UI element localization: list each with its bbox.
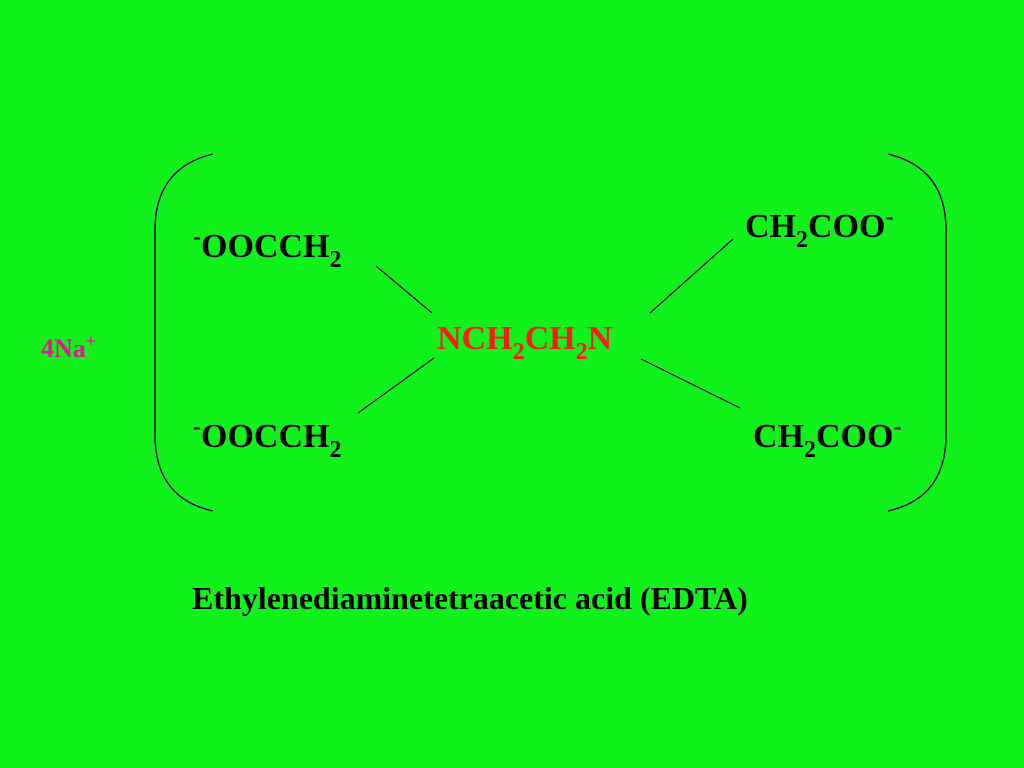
ethylenediamine-core: NCH2CH2N: [437, 320, 613, 365]
group-bottom-left-main: OOCCH: [201, 418, 330, 455]
group-top-right-main2: COO: [808, 208, 886, 245]
counterion-symbol: 4Na: [41, 334, 86, 363]
group-top-right-charge: -: [885, 204, 894, 230]
core-sub-2: 2: [575, 339, 588, 365]
core-part-2: CH: [524, 320, 576, 357]
group-bottom-right: CH2COO-: [753, 415, 901, 462]
bond-top-left: [375, 265, 433, 314]
group-top-left-charge: -: [193, 224, 201, 250]
group-bottom-left: -OOCCH2: [193, 415, 341, 462]
group-top-left-sub: 2: [329, 247, 342, 273]
right-bracket: [887, 153, 947, 512]
core-part-1: NCH: [437, 320, 513, 357]
group-top-right: CH2COO-: [745, 205, 893, 252]
diagram-caption: Ethylenediaminetetraacetic acid (EDTA): [192, 580, 748, 616]
group-bottom-right-main2: COO: [816, 418, 894, 455]
core-part-3: N: [587, 320, 613, 357]
group-bottom-right-charge: -: [893, 414, 902, 440]
left-bracket: [154, 153, 214, 512]
group-bottom-left-charge: -: [193, 414, 201, 440]
group-bottom-right-main1: CH: [753, 418, 804, 455]
group-top-right-main1: CH: [745, 208, 796, 245]
group-top-right-sub: 2: [796, 227, 808, 253]
bond-bottom-right: [640, 358, 741, 409]
core-sub-1: 2: [512, 339, 525, 365]
counterion-charge: +: [85, 331, 97, 351]
group-bottom-left-sub: 2: [329, 437, 342, 463]
sodium-counterion: 4Na+: [41, 332, 96, 363]
group-bottom-right-sub: 2: [804, 437, 816, 463]
group-top-left-main: OOCCH: [201, 228, 330, 265]
group-top-left: -OOCCH2: [193, 225, 341, 272]
bond-top-right: [649, 238, 734, 314]
bond-bottom-left: [357, 357, 435, 414]
